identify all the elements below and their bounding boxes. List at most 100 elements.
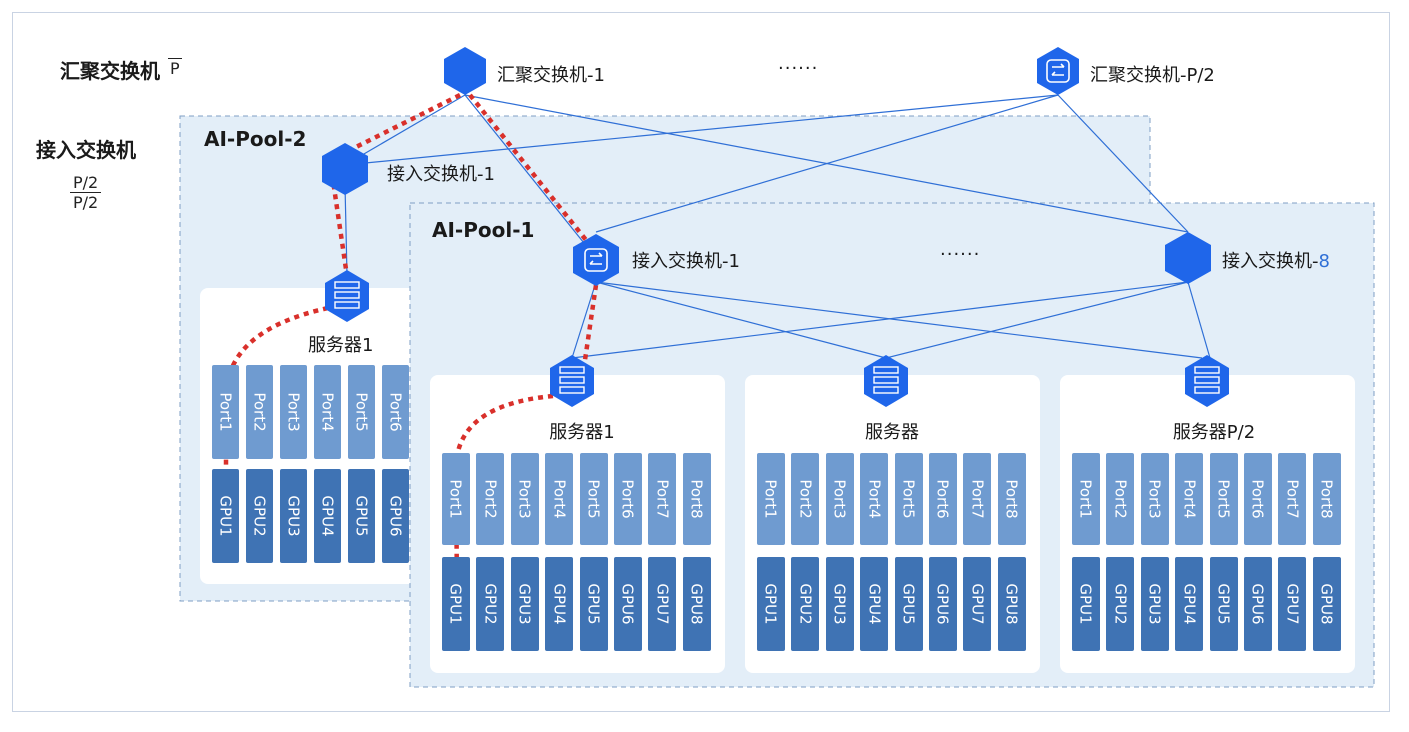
port-box: Port1 xyxy=(442,453,470,545)
gpu-box: GPU3 xyxy=(1140,557,1169,651)
link xyxy=(344,184,348,276)
gpu-box-text: GPU5 xyxy=(584,583,603,625)
gpu-box: GPU4 xyxy=(860,557,889,651)
legend-aggregation-fraction: P xyxy=(168,58,182,78)
gpu-box: GPU1 xyxy=(757,557,785,651)
port-box: Port2 xyxy=(476,453,505,545)
link xyxy=(571,281,597,359)
gpu-box: GPU4 xyxy=(314,469,341,563)
gpu-box-text: GPU7 xyxy=(968,583,987,625)
gpu-box-text: GPU8 xyxy=(1002,583,1021,625)
gpu-box-text: GPU2 xyxy=(481,583,500,625)
link xyxy=(344,94,1059,166)
gpu-box-text: GPU4 xyxy=(550,583,569,625)
port-box-text: Port3 xyxy=(284,392,303,432)
pool1-access-switch-8-number: 8 xyxy=(1318,251,1330,272)
port-box: Port5 xyxy=(1209,453,1238,545)
port-box: Port3 xyxy=(510,453,539,545)
port-box: Port8 xyxy=(682,453,711,545)
gpu-box: GPU6 xyxy=(382,469,409,563)
port-box: Port6 xyxy=(614,453,642,545)
port-box: Port2 xyxy=(791,453,820,545)
path-segment xyxy=(327,92,462,277)
gpu-box-text: GPU3 xyxy=(284,495,303,537)
gpu-box-text: GPU2 xyxy=(1111,583,1130,625)
pool1-label: AI-Pool-1 xyxy=(432,218,535,242)
pool1-ellipsis: ······ xyxy=(940,244,981,265)
gpu-box-text: GPU6 xyxy=(934,583,953,625)
pool2-access-switch-node xyxy=(322,143,368,195)
gpu-box: GPU4 xyxy=(1175,557,1204,651)
port-box-text: Port6 xyxy=(934,479,952,519)
gpu-box-text: GPU7 xyxy=(1283,583,1302,625)
port-box-text: Port8 xyxy=(1317,479,1336,519)
port-box-text: Port7 xyxy=(1283,479,1302,519)
port-box: Port4 xyxy=(545,453,574,545)
port-box: Port2 xyxy=(1106,453,1135,545)
gpu-box-text: GPU5 xyxy=(352,495,371,537)
diagram-frame xyxy=(12,12,1390,712)
gpu-box-text: GPU8 xyxy=(687,583,706,625)
link xyxy=(595,281,1203,359)
port-box: Port5 xyxy=(579,453,608,545)
pool1-server-label: 服务器 xyxy=(865,422,919,443)
gpu-box-text: GPU6 xyxy=(386,495,405,537)
gpu-box: GPU1 xyxy=(1072,557,1100,651)
port-box-text: Port7 xyxy=(653,479,672,519)
gpu-box: GPU8 xyxy=(682,557,711,651)
port-box-text: Port3 xyxy=(830,479,849,519)
legend-access-title: 接入交换机 xyxy=(36,138,136,162)
gpu-box: GPU7 xyxy=(648,557,677,651)
path-segment xyxy=(453,393,554,596)
port-box: Port8 xyxy=(997,453,1026,545)
port-box-text: Port2 xyxy=(481,479,500,519)
gpu-box: GPU1 xyxy=(212,469,239,563)
gpu-box: GPU5 xyxy=(348,469,375,563)
port-box: Port1 xyxy=(212,365,239,459)
port-box: Port5 xyxy=(894,453,923,545)
port-box-text: Port8 xyxy=(1002,479,1021,519)
port-box: Port8 xyxy=(1312,453,1341,545)
link xyxy=(1057,94,1189,233)
pool2-access-switch-label: 接入交换机-1 xyxy=(387,164,495,185)
pool2-label: AI-Pool-2 xyxy=(204,127,307,151)
legend-access-fraction: P/2 P/2 xyxy=(70,173,102,212)
gpu-box-text: GPU3 xyxy=(830,583,849,625)
port-box-text: Port2 xyxy=(796,479,815,519)
gpu-box-text: GPU4 xyxy=(865,583,884,625)
gpu-box: GPU7 xyxy=(1278,557,1307,651)
pool2-server-node xyxy=(325,270,369,322)
gpu-box-text: GPU1 xyxy=(447,583,466,625)
gpu-box-text: GPU4 xyxy=(1180,583,1199,625)
link xyxy=(1187,281,1211,359)
gpu-box-text: GPU4 xyxy=(318,495,337,537)
aggregation-ellipsis: ······ xyxy=(778,58,819,79)
gpu-box: GPU6 xyxy=(929,557,957,651)
aggregation-switch-1-label: 汇聚交换机-1 xyxy=(497,65,605,86)
port-box-text: Port6 xyxy=(619,479,637,519)
gpu-box: GPU3 xyxy=(280,469,307,563)
port-box-text: Port6 xyxy=(1249,479,1267,519)
aggregation-switch-P2-node xyxy=(1037,47,1079,95)
legend-access-fraction-den: P/2 xyxy=(70,192,102,212)
port-box: Port6 xyxy=(929,453,957,545)
port-box-text: Port2 xyxy=(1111,479,1130,519)
gpu-box-text: GPU2 xyxy=(796,583,815,625)
gpu-box: GPU3 xyxy=(510,557,539,651)
legend-aggregation-fraction-den: P xyxy=(168,58,182,78)
gpu-box-text: GPU7 xyxy=(653,583,672,625)
port-box-text: Port5 xyxy=(352,392,371,432)
pool1-access-switch-8-prefix: 接入交换机- xyxy=(1222,251,1319,272)
gpu-box: GPU2 xyxy=(791,557,820,651)
gpu-box-text: GPU6 xyxy=(619,583,638,625)
gpu-box-text: GPU6 xyxy=(1249,583,1268,625)
port-box-text: Port4 xyxy=(318,392,337,432)
port-box: Port1 xyxy=(757,453,785,545)
port-box: Port4 xyxy=(860,453,889,545)
port-box: Port3 xyxy=(280,365,307,459)
gpu-box-text: GPU1 xyxy=(216,495,235,537)
aggregation-switch-P2-label: 汇聚交换机-P/2 xyxy=(1090,65,1215,86)
legend-access-fraction-num: P/2 xyxy=(73,173,99,192)
link xyxy=(885,281,1189,359)
port-box-text: Port3 xyxy=(515,479,534,519)
